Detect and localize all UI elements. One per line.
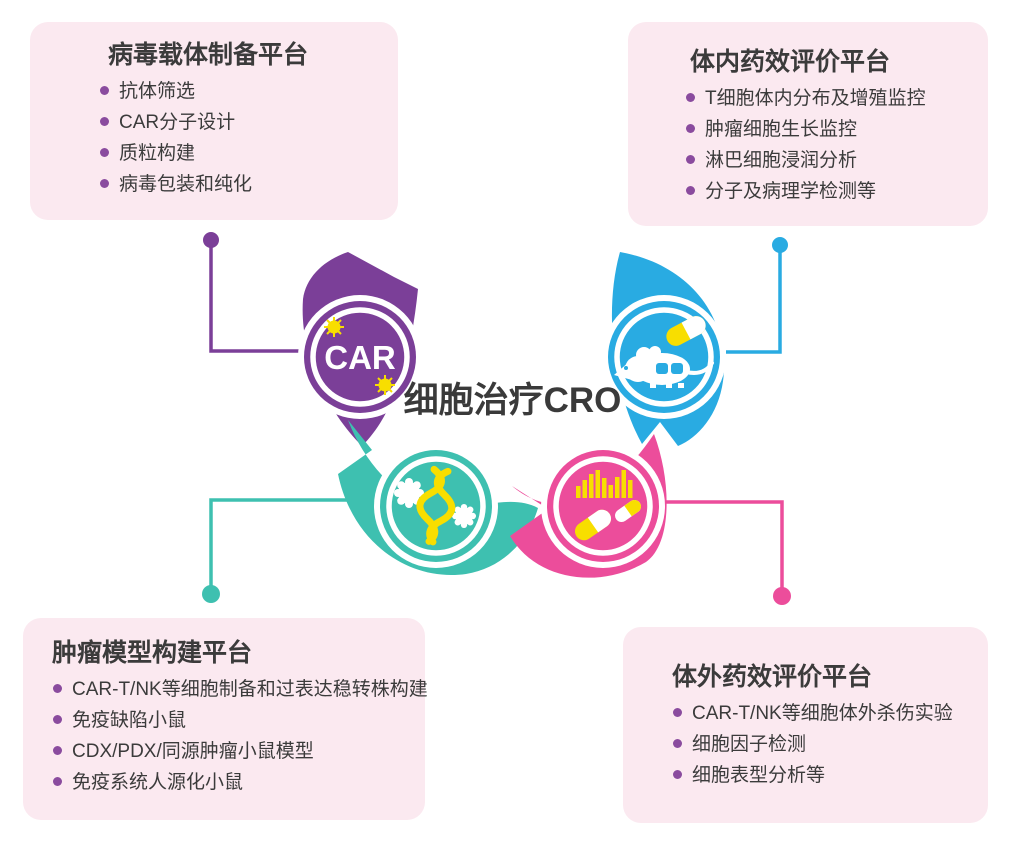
list-item: 质粒构建	[100, 138, 398, 169]
cell-icon	[394, 478, 424, 508]
list-item: 免疫缺陷小鼠	[53, 705, 425, 736]
list-item: CDX/PDX/同源肿瘤小鼠模型	[53, 736, 425, 767]
connector-in-vitro	[665, 500, 791, 605]
card-bullet-list: CAR-T/NK等细胞制备和过表达稳转株构建 免疫缺陷小鼠 CDX/PDX/同源…	[53, 674, 428, 798]
node-ring	[386, 456, 486, 556]
capsule-icon	[574, 509, 612, 541]
list-item: 肿瘤细胞生长监控	[686, 114, 988, 145]
card-title: 肿瘤模型构建平台	[52, 639, 253, 667]
card-bullet-list: CAR-T/NK等细胞体外杀伤实验 细胞因子检测 细胞表型分析等	[673, 698, 988, 791]
bullet-dot-icon	[686, 186, 695, 195]
list-item: 淋巴细胞浸润分析	[686, 145, 988, 176]
in-vitro-node	[541, 444, 665, 568]
connector-dot	[202, 585, 220, 603]
list-item: 免疫系统人源化小鼠	[53, 767, 425, 798]
bullet-dot-icon	[686, 155, 695, 164]
node-disc	[380, 450, 492, 562]
connector-dot	[773, 587, 791, 605]
list-item: 细胞表型分析等	[673, 760, 988, 791]
list-item: 分子及病理学检测等	[686, 176, 988, 207]
list-item: 病毒包装和纯化	[100, 169, 398, 200]
cytokine-bars-capsule-icon	[574, 470, 641, 541]
connector-dot	[203, 232, 219, 248]
list-item: T细胞体内分布及增殖监控	[686, 83, 988, 114]
connector-viral-vector	[203, 232, 302, 353]
node-ring	[614, 307, 714, 407]
bullet-dot-icon	[673, 770, 682, 779]
dna-cell-icon	[394, 465, 476, 546]
in-vivo-node	[602, 295, 726, 419]
mouse-capsule-icon	[614, 316, 714, 388]
dna-helix-icon	[416, 465, 456, 546]
bullet-dot-icon	[686, 93, 695, 102]
bullet-dot-icon	[53, 746, 62, 755]
card-in-vitro-efficacy-platform: 体外药效评价平台 CAR-T/NK等细胞体外杀伤实验 细胞因子检测 细胞表型分析…	[623, 627, 988, 823]
node-disc	[547, 450, 659, 562]
card-title: 体外药效评价平台	[672, 663, 873, 691]
list-item: 细胞因子检测	[673, 729, 988, 760]
mouse-icon	[614, 346, 714, 388]
bullet-dot-icon	[53, 684, 62, 693]
bullet-dot-icon	[100, 148, 109, 157]
card-title: 体内药效评价平台	[690, 48, 891, 76]
bullet-dot-icon	[53, 777, 62, 786]
connector-dot	[772, 237, 788, 253]
bullet-dot-icon	[100, 179, 109, 188]
capsule-icon	[615, 499, 641, 523]
viral-vector-node: CAR	[298, 295, 422, 419]
capsule-icon	[666, 316, 706, 346]
card-bullet-list: T细胞体内分布及增殖监控 肿瘤细胞生长监控 淋巴细胞浸润分析 分子及病理学检测等	[686, 83, 988, 207]
car-label: CAR	[324, 339, 396, 376]
bullet-dot-icon	[53, 715, 62, 724]
list-item: CAR分子设计	[100, 107, 398, 138]
tumor-model-node	[374, 444, 498, 568]
connector-in-vivo	[726, 237, 788, 354]
cell-icon	[452, 504, 476, 528]
bullet-dot-icon	[673, 739, 682, 748]
list-item: CAR-T/NK等细胞制备和过表达稳转株构建	[53, 674, 428, 705]
virus-icon	[375, 375, 395, 395]
bullet-dot-icon	[100, 117, 109, 126]
card-viral-vector-platform: 病毒载体制备平台 抗体筛选 CAR分子设计 质粒构建 病毒包装和纯化	[30, 22, 398, 220]
bullet-dot-icon	[686, 124, 695, 133]
connector-tumor-model	[202, 498, 376, 603]
car-virus-icon: CAR	[324, 317, 396, 395]
bullet-dot-icon	[100, 86, 109, 95]
virus-icon	[324, 317, 344, 337]
list-item: CAR-T/NK等细胞体外杀伤实验	[673, 698, 988, 729]
node-ring	[553, 456, 653, 556]
bars-icon	[576, 470, 633, 498]
card-title: 病毒载体制备平台	[108, 41, 309, 69]
card-in-vivo-efficacy-platform: 体内药效评价平台 T细胞体内分布及增殖监控 肿瘤细胞生长监控 淋巴细胞浸润分析 …	[628, 22, 988, 226]
card-tumor-model-platform: 肿瘤模型构建平台 CAR-T/NK等细胞制备和过表达稳转株构建 免疫缺陷小鼠 C…	[23, 618, 428, 820]
bullet-dot-icon	[673, 708, 682, 717]
card-bullet-list: 抗体筛选 CAR分子设计 质粒构建 病毒包装和纯化	[100, 76, 398, 200]
diagram-center-title: 细胞治疗CRO	[403, 381, 622, 420]
node-ring	[310, 307, 410, 407]
list-item: 抗体筛选	[100, 76, 398, 107]
